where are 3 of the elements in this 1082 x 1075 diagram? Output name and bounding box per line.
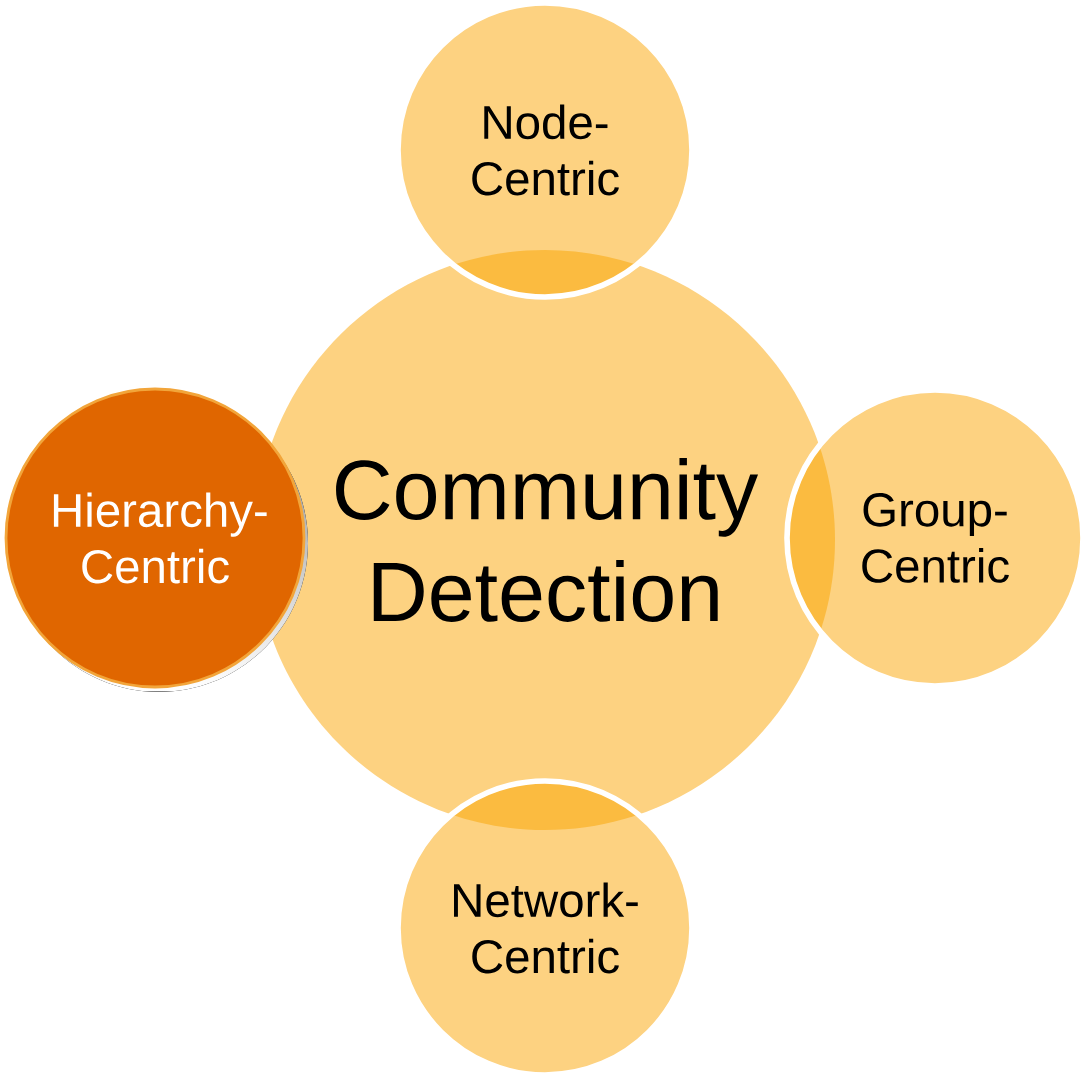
node-label: Network- Centric	[454, 882, 638, 974]
node-label: Node- Centric	[472, 104, 619, 196]
node-label: Group- Centric	[862, 493, 1009, 583]
